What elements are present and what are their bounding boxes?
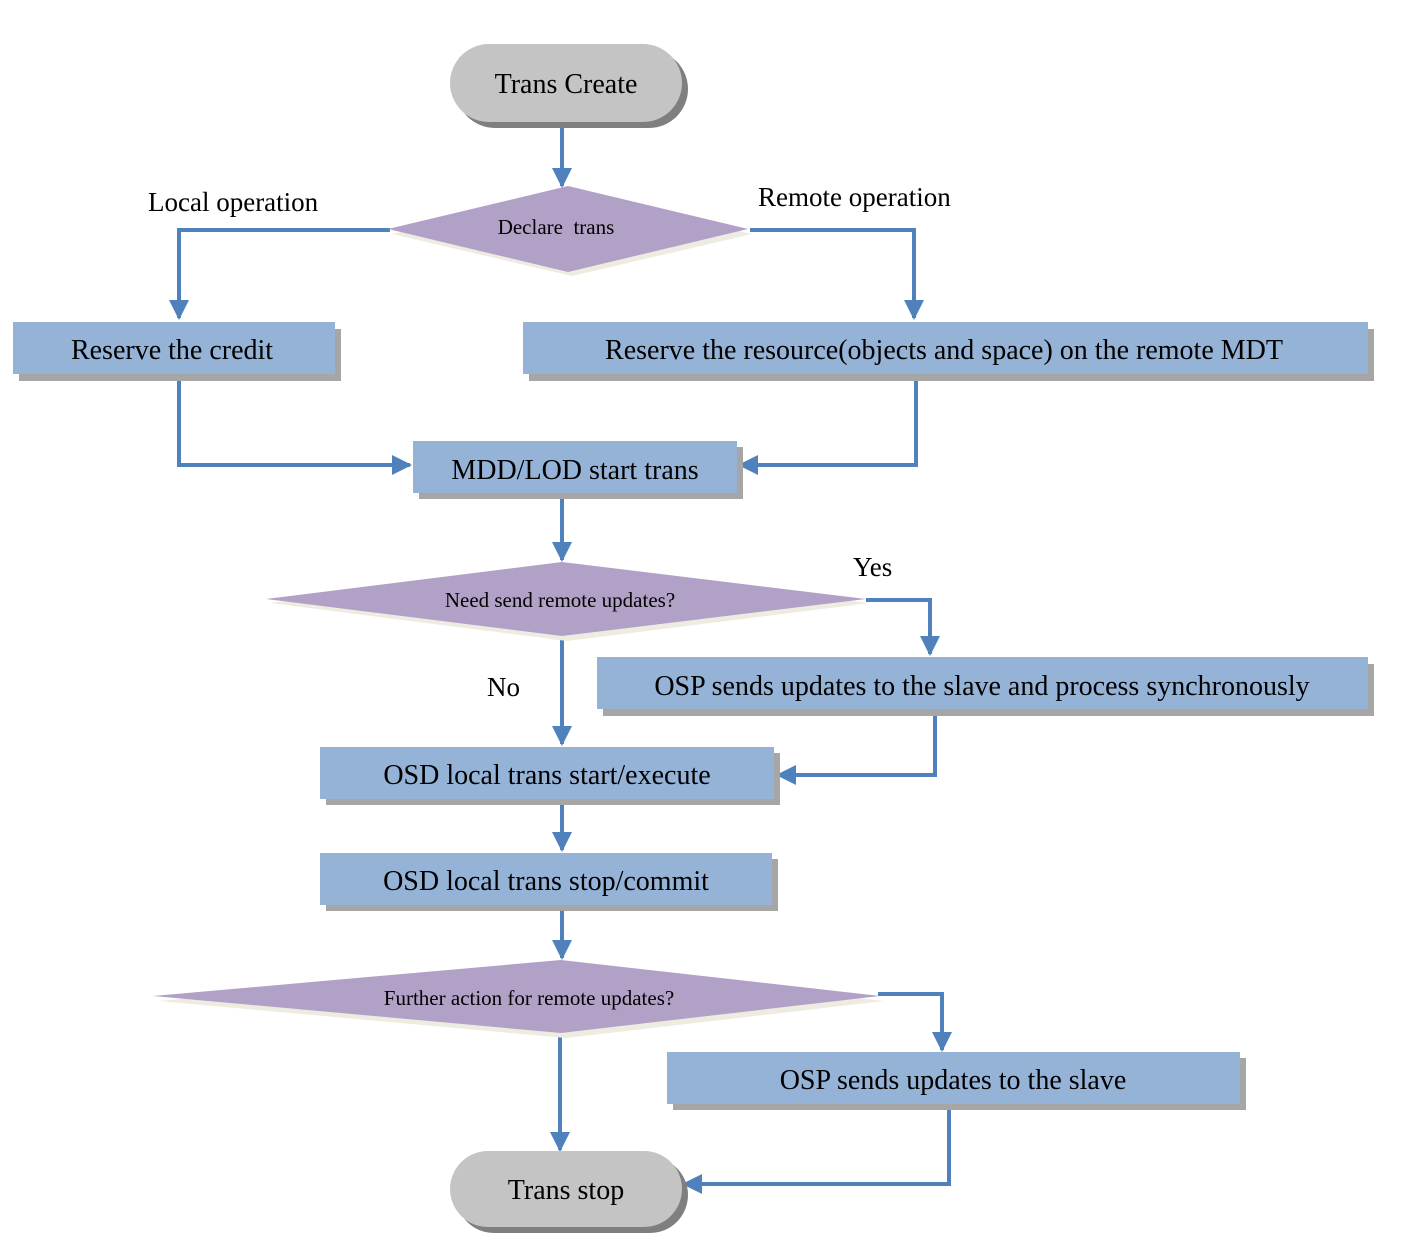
process-osd-stop-commit-label: OSD local trans stop/commit (383, 866, 709, 897)
connector-osp-sync-to-osd-start (776, 710, 937, 785)
decision-declare-trans-label: Declare trans (498, 215, 615, 239)
terminal-trans-create-label: Trans Create (495, 69, 638, 100)
edge-label-no: No (487, 672, 520, 702)
connector-need-send-yes (866, 598, 940, 656)
connector-osp-slave-to-stop (682, 1103, 951, 1194)
edge-label-remote-operation: Remote operation (758, 182, 951, 212)
process-reserve-credit: Reserve the credit (13, 322, 341, 381)
terminal-trans-stop-label: Trans stop (508, 1175, 624, 1206)
decision-need-send-remote-label: Need send remote updates? (445, 588, 675, 612)
decision-further-action-label: Further action for remote updates? (384, 986, 674, 1010)
decision-need-send-remote: Need send remote updates? (266, 562, 870, 641)
process-osp-sends-sync-label: OSP sends updates to the slave and proce… (654, 671, 1309, 702)
connector-further-to-osp-slave (878, 992, 952, 1052)
connector-resource-to-mdd (738, 376, 918, 475)
edge-label-local-operation: Local operation (148, 187, 319, 217)
process-mdd-lod-start: MDD/LOD start trans (413, 441, 743, 499)
decision-further-action: Further action for remote updates? (153, 960, 884, 1038)
connectors (169, 126, 952, 1194)
process-osp-sends-sync: OSP sends updates to the slave and proce… (597, 657, 1374, 716)
decision-declare-trans: Declare trans (388, 186, 752, 276)
process-reserve-credit-label: Reserve the credit (71, 335, 273, 366)
terminal-trans-stop: Trans stop (450, 1151, 688, 1233)
connector-credit-to-mdd (177, 376, 412, 475)
terminal-trans-create: Trans Create (450, 44, 688, 128)
process-reserve-resource-label: Reserve the resource(objects and space) … (605, 335, 1283, 366)
process-osd-start-execute-label: OSD local trans start/execute (383, 760, 710, 791)
connector-declare-to-resource (750, 228, 924, 320)
process-mdd-lod-start-label: MDD/LOD start trans (451, 455, 698, 486)
edge-label-yes: Yes (853, 552, 892, 582)
process-reserve-resource: Reserve the resource(objects and space) … (523, 322, 1374, 381)
process-osd-start-execute: OSD local trans start/execute (320, 747, 780, 805)
process-osd-stop-commit: OSD local trans stop/commit (320, 853, 778, 911)
process-osp-sends-slave: OSP sends updates to the slave (667, 1052, 1246, 1110)
connector-declare-to-credit (169, 228, 390, 320)
process-osp-sends-slave-label: OSP sends updates to the slave (780, 1065, 1127, 1096)
